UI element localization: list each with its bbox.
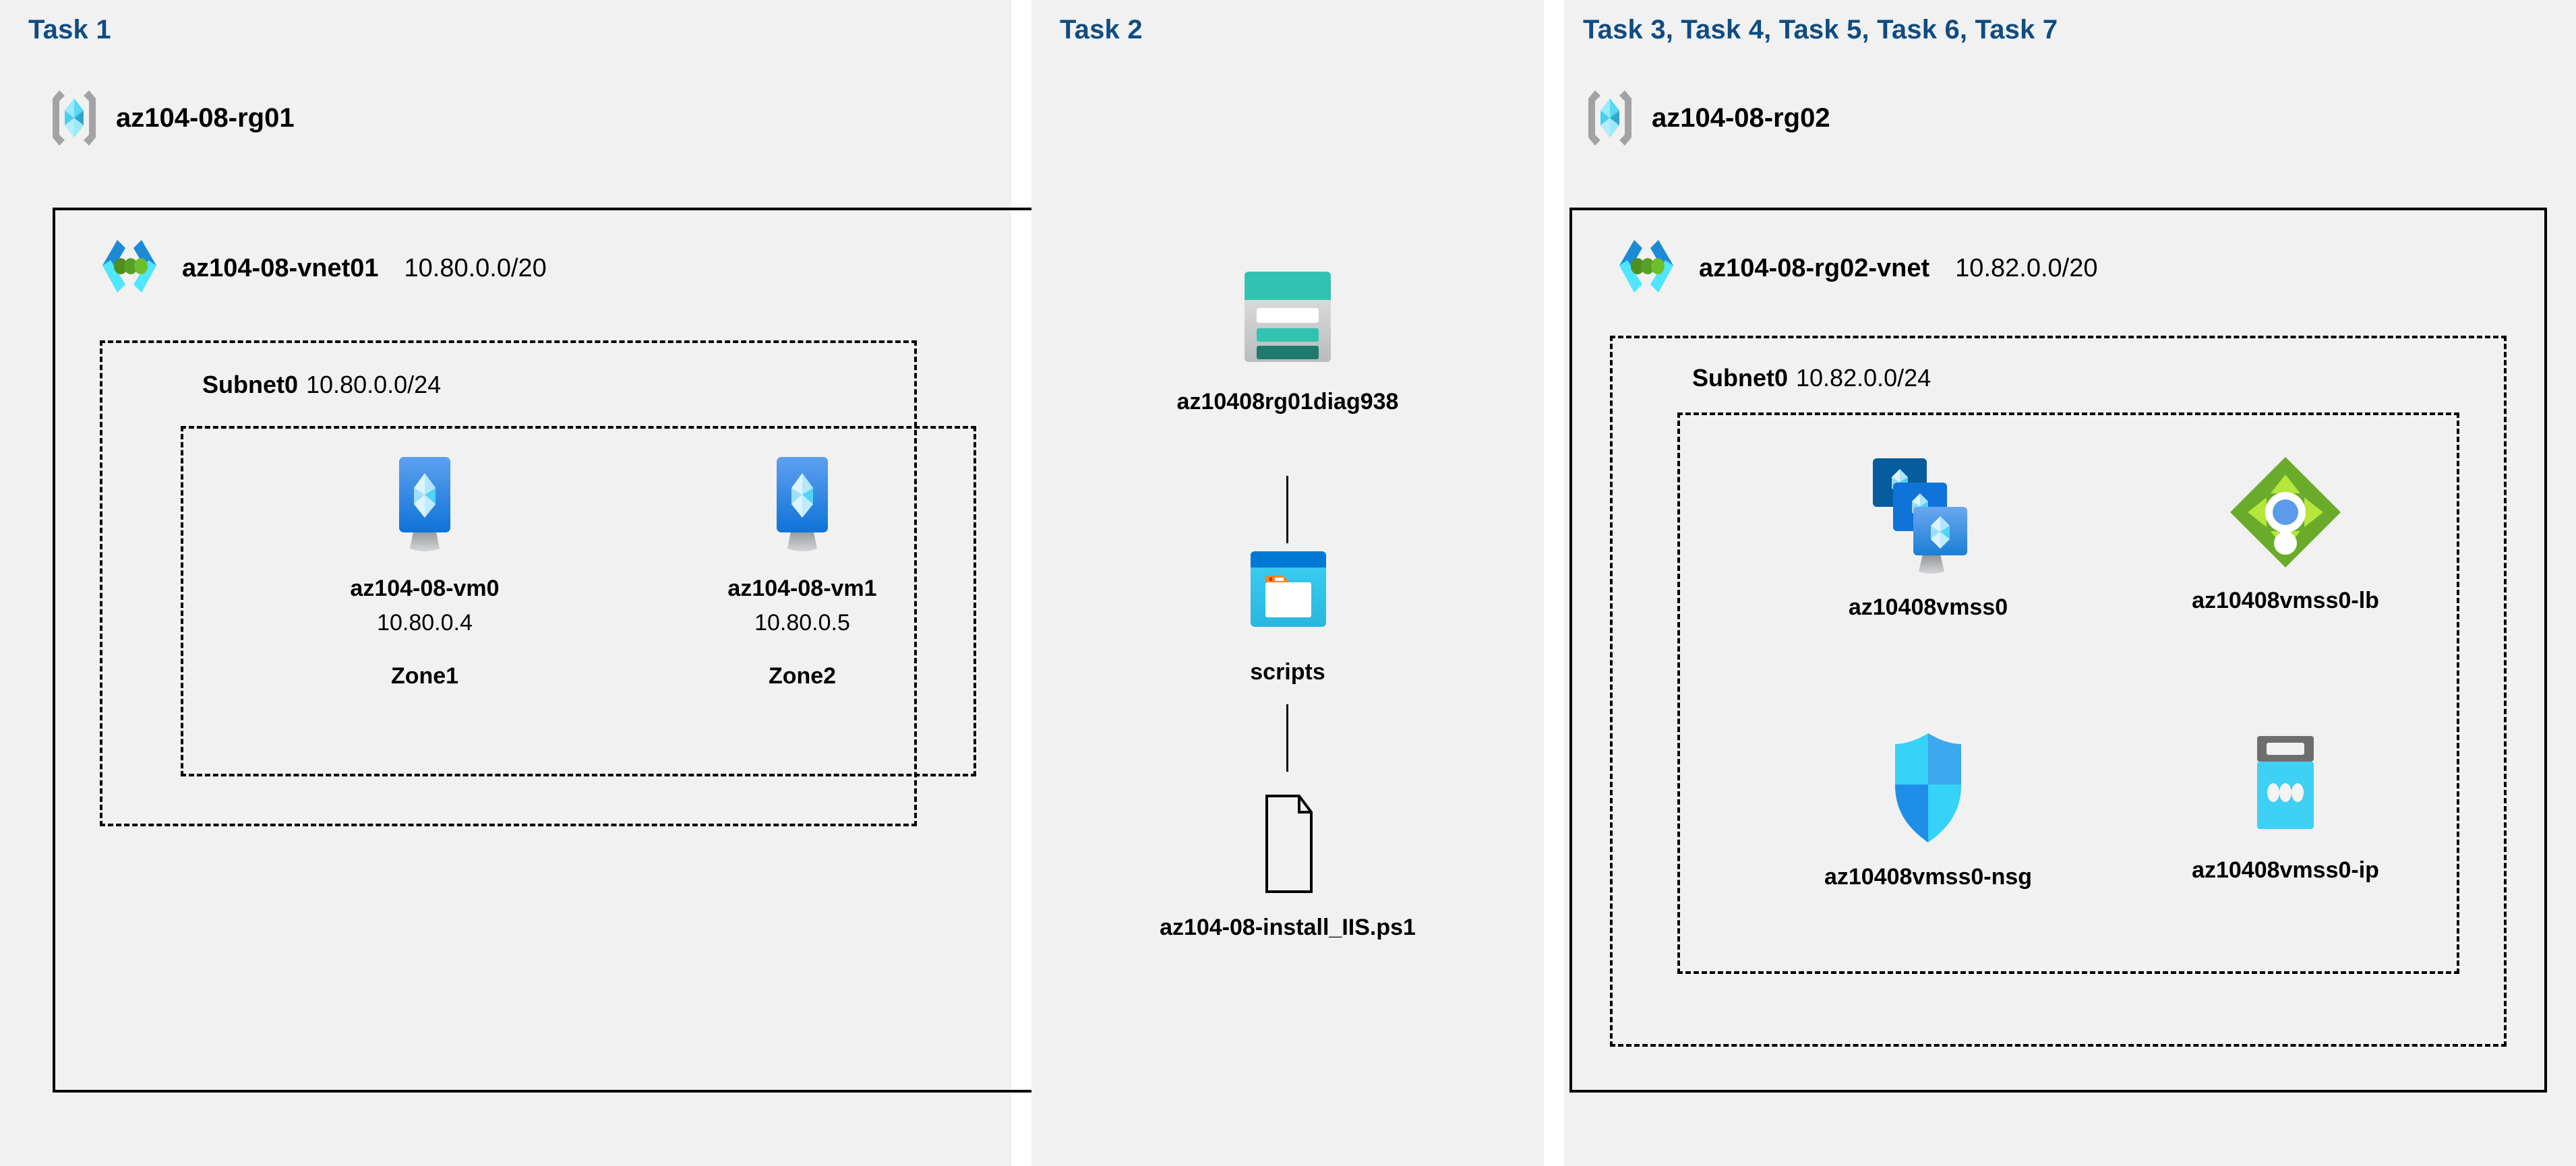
- script-file-node: az104-08-install_IIS.ps1: [1160, 792, 1416, 941]
- vmss-node: az10408vmss0: [1820, 452, 2036, 621]
- task1-subnet-cidr: 10.80.0.0/24: [306, 371, 442, 398]
- resource-group-icon: [1583, 88, 1637, 148]
- virtual-network-icon: [94, 236, 164, 301]
- vm-scale-set-icon: [1861, 452, 1996, 580]
- task3to7-subnet-name: Subnet0: [1692, 364, 1789, 392]
- vm0-zone: Zone1: [390, 663, 459, 689]
- public-ip-address-icon: [2238, 728, 2333, 842]
- virtual-network-icon: [1611, 236, 1681, 301]
- task1-title: Task 1: [28, 15, 111, 44]
- virtual-machine-icon: [384, 453, 465, 561]
- task1-resource-group: az104-08-rg01: [47, 88, 295, 148]
- task3to7-vnet-name: az104-08-rg02-vnet: [1699, 253, 1930, 282]
- public-ip-node: az10408vmss0-ip: [2178, 728, 2393, 884]
- panel-task1: [0, 0, 1011, 1166]
- vm0-name: az104-08-vm0: [350, 576, 500, 601]
- task1-subnet-box: [100, 340, 917, 826]
- task3to7-rg-name: az104-08-rg02: [1652, 102, 1830, 133]
- nsg-name: az10408vmss0-nsg: [1824, 864, 2033, 890]
- container-to-script-connector: [1286, 704, 1288, 772]
- network-security-group-icon: [1878, 728, 1979, 849]
- blob-container-icon: [1237, 543, 1338, 644]
- task3to7-vnet-cidr: 10.82.0.0/20: [1955, 253, 2098, 282]
- storage-account-name: az10408rg01diag938: [1176, 389, 1399, 415]
- task3to7-vnet: az104-08-rg02-vnet 10.82.0.0/20: [1611, 236, 2097, 301]
- task1-vnet-name: az104-08-vnet01: [182, 253, 379, 282]
- load-balancer-name: az10408vmss0-lb: [2192, 588, 2379, 613]
- storage-to-container-connector: [1286, 476, 1288, 543]
- vm0-ip: 10.80.0.4: [377, 610, 473, 636]
- load-balancer-icon: [2225, 452, 2346, 573]
- script-file-name: az104-08-install_IIS.ps1: [1160, 915, 1416, 940]
- task1-rg-name: az104-08-rg01: [116, 102, 295, 133]
- task3to7-resource-box: [1677, 412, 2459, 974]
- resource-group-icon: [47, 88, 101, 148]
- task3to7-vnet-box: [1569, 208, 2547, 1093]
- storage-account-icon: [1227, 259, 1348, 374]
- task3to7-title: Task 3, Task 4, Task 5, Task 6, Task 7: [1583, 15, 2058, 44]
- vm0-node: az104-08-vm0 10.80.0.4 Zone1: [317, 453, 533, 689]
- blob-container-name: scripts: [1250, 659, 1325, 685]
- storage-account-node: az10408rg01diag938: [1176, 259, 1399, 415]
- nsg-node: az10408vmss0-nsg: [1820, 728, 2036, 890]
- vm1-name: az104-08-vm1: [727, 576, 877, 601]
- virtual-machine-icon: [762, 453, 843, 561]
- task3to7-resource-group: az104-08-rg02: [1583, 88, 1830, 148]
- task3to7-subnet-cidr: 10.82.0.0/24: [1796, 364, 1931, 392]
- blob-container-node: scripts: [1180, 543, 1396, 685]
- vm1-zone: Zone2: [768, 663, 837, 689]
- script-file-icon: [1244, 792, 1331, 900]
- task1-zone-box: [181, 426, 976, 776]
- public-ip-name: az10408vmss0-ip: [2192, 857, 2379, 883]
- vm1-ip: 10.80.0.5: [754, 610, 850, 636]
- task1-subnet-label: Subnet0 10.80.0.0/24: [202, 371, 441, 399]
- task1-vnet: az104-08-vnet01 10.80.0.0/20: [94, 236, 547, 301]
- vm1-node: az104-08-vm1 10.80.0.5 Zone2: [694, 453, 910, 689]
- task1-subnet-name: Subnet0: [202, 371, 299, 398]
- task2-title: Task 2: [1060, 15, 1143, 44]
- vmss-name: az10408vmss0: [1848, 594, 2008, 620]
- task3to7-subnet-box: [1610, 336, 2507, 1047]
- task1-vnet-cidr: 10.80.0.0/20: [404, 253, 547, 282]
- load-balancer-node: az10408vmss0-lb: [2178, 452, 2393, 614]
